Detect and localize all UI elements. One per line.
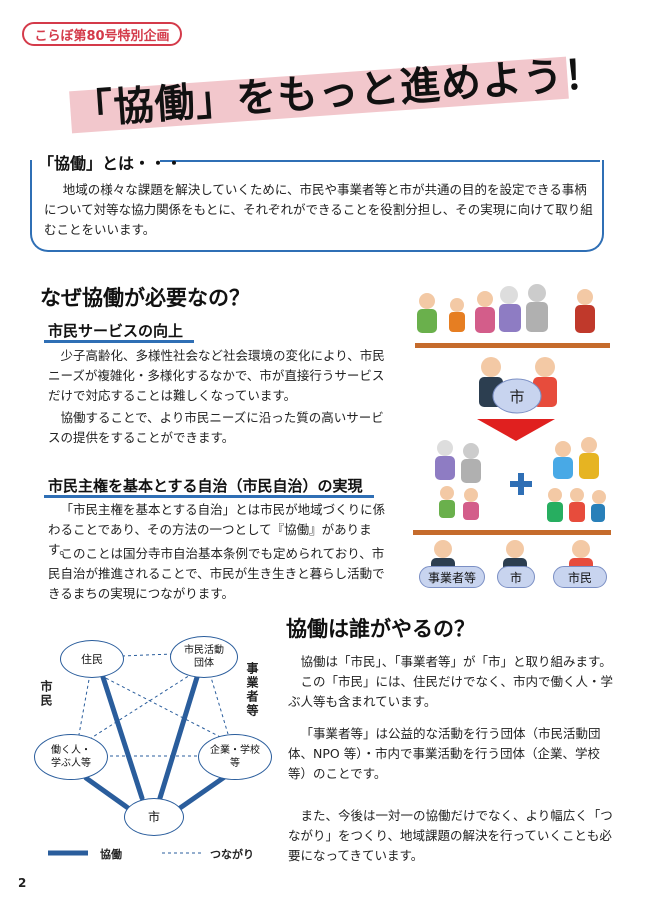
autonomy-heading: 市民主権を基本とする自治（市民自治）の実現 xyxy=(48,477,363,495)
service-paragraph-1: 少子高齢化、多様性社会など社会環境の変化により、市民ニーズが複雑化・多様化するな… xyxy=(48,348,385,403)
service-underline xyxy=(44,340,194,343)
who-paragraph-3: 「事業者等」は公益的な活動を行う団体（市民活動団体、NPO 等）・市内で事業活動… xyxy=(288,726,601,781)
definition-label: 「協働」とは・・・ xyxy=(38,154,183,173)
node-workers-students: 働く人・ 学ぶ人等 xyxy=(34,734,108,780)
city-label-top: 市 xyxy=(509,388,525,406)
cooperation-illustration: 市 事業者等 市 市民 xyxy=(405,283,615,588)
who-paragraph-2: この「市民」には、住民だけでなく、市内で働く人・学ぶ人等も含まれています。 xyxy=(288,674,614,709)
definition-text: 地域の様々な課題を解決していくために、市民や事業者等と市が共通の目的を設定できる… xyxy=(44,182,593,237)
side-label-businesses: 事業者等 xyxy=(245,662,259,718)
page-number: 2 xyxy=(18,876,27,890)
collaboration-diagram: 住民 市民活動 団体 働く人・ 学ぶ人等 企業・学校 等 市 市民 事業者等 協… xyxy=(30,630,275,870)
people-illustration xyxy=(413,284,611,582)
page-title: 「協働」をもっと進めよう！ xyxy=(71,51,607,135)
node-companies-schools: 企業・学校 等 xyxy=(198,734,272,780)
who-paragraph-1: 協働は「市民」、「事業者等」が「市」と取り組みます。 xyxy=(300,654,612,669)
definition-box-edge xyxy=(602,160,604,170)
definition-box-edge xyxy=(30,160,32,170)
diagram-lines xyxy=(48,653,231,856)
autonomy-underline xyxy=(44,495,374,498)
issue-tag: こらぼ第80号特別企画 xyxy=(22,22,182,46)
who-heading: 協働は誰がやるの？ xyxy=(286,617,475,641)
label-businesses: 事業者等 xyxy=(419,566,485,588)
definition-rule xyxy=(160,160,600,162)
label-citizens: 市民 xyxy=(553,566,607,588)
service-paragraph-2: 協働することで、より市民ニーズに沿った質の高いサービスの提供をすることができます… xyxy=(48,410,384,445)
autonomy-paragraph-1: 「市民主権を基本とする自治」とは市民が地域づくりに係わることであり、その方法の一… xyxy=(48,502,386,557)
why-heading: なぜ協働が必要なの？ xyxy=(40,286,250,310)
autonomy-paragraph-2: このことは国分寺市自治基本条例でも定められており、市民自治が推進されることで、市… xyxy=(48,546,385,601)
legend-collaboration: 協働 xyxy=(100,848,122,861)
service-heading: 市民サービスの向上 xyxy=(48,322,184,340)
node-residents: 住民 xyxy=(60,640,124,678)
node-civic-groups: 市民活動 団体 xyxy=(170,636,238,678)
side-label-citizens: 市民 xyxy=(39,680,53,708)
definition-box xyxy=(30,168,604,252)
node-city: 市 xyxy=(124,798,184,836)
legend-connection: つながり xyxy=(210,848,254,861)
who-paragraph-4: また、今後は一対一の協働だけでなく、より幅広く「つながり」をつくり、地域課題の解… xyxy=(288,808,613,863)
label-city: 市 xyxy=(497,566,535,588)
